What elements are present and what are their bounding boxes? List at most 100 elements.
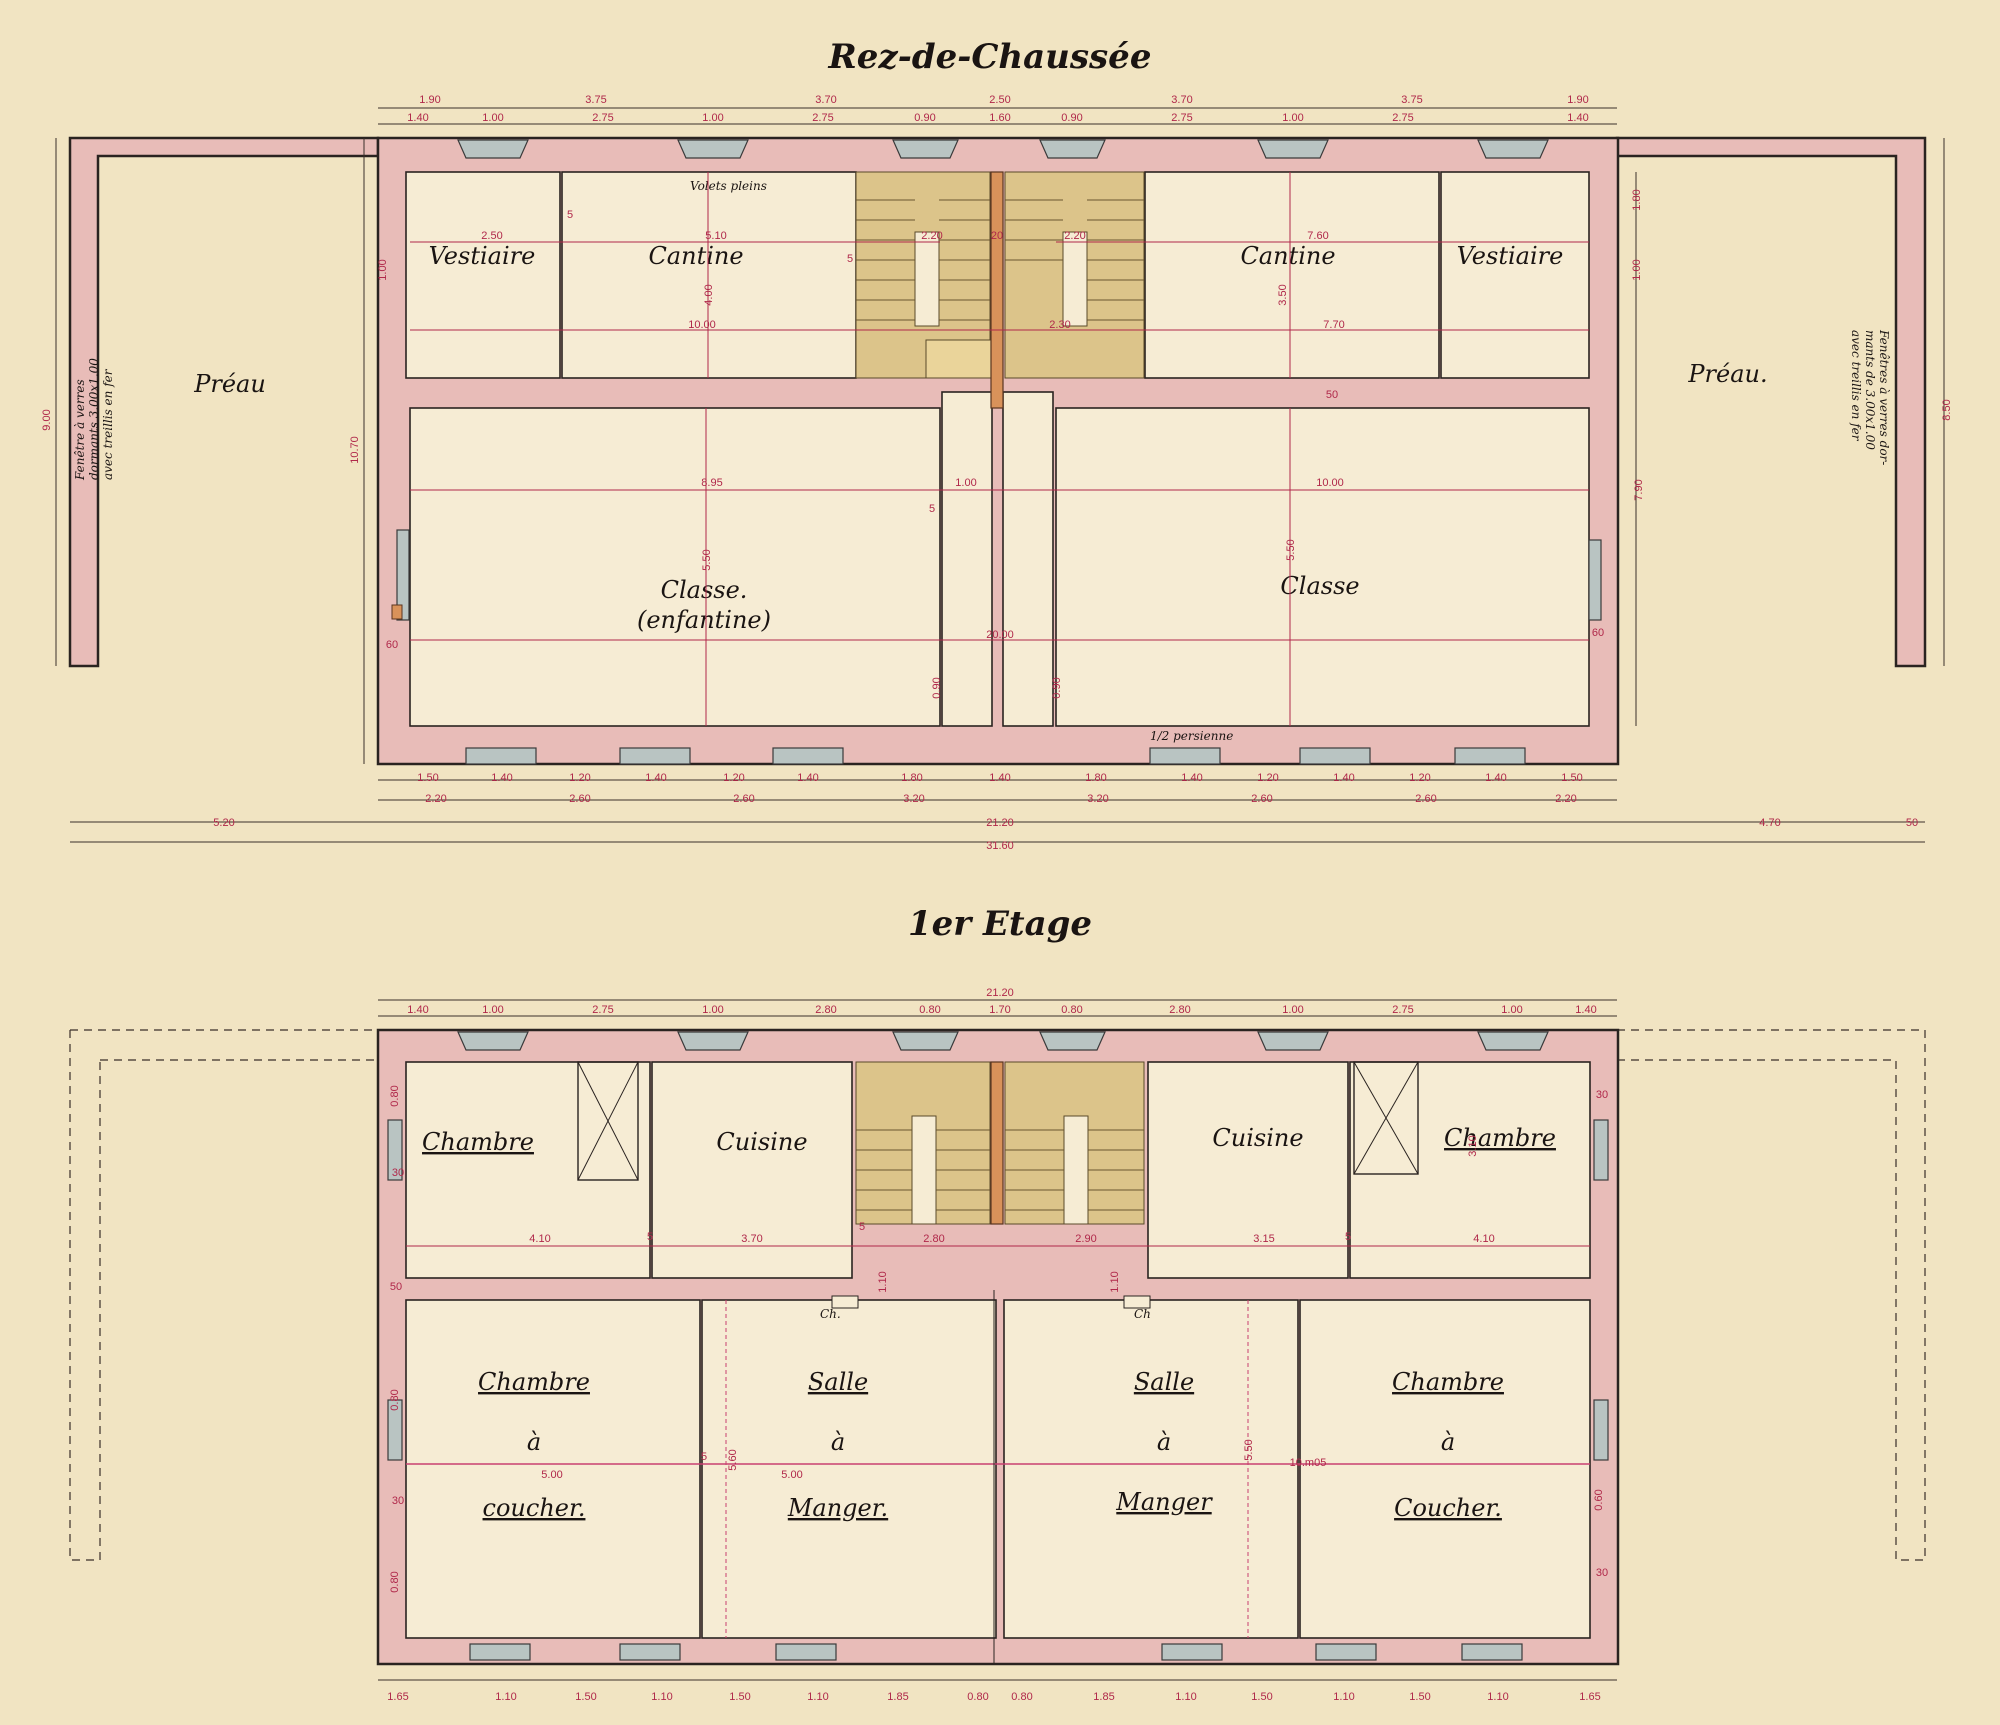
dim-label: 1.00 bbox=[1282, 112, 1303, 124]
dim-label: 1.85 bbox=[887, 1691, 908, 1703]
dim-label: 5.60 bbox=[727, 1449, 739, 1470]
dims-ground-bottom2: 2.20 2.60 2.60 3.20 3.20 2.60 2.60 2.20 bbox=[425, 793, 1576, 805]
dim-label: 5.50 bbox=[1243, 1439, 1255, 1460]
dim-label: 20 bbox=[991, 230, 1003, 242]
dim-label: 2.20 bbox=[1555, 793, 1576, 805]
ground-top-windows bbox=[457, 139, 1549, 159]
dim-label: 2.75 bbox=[812, 112, 833, 124]
dash-preau-left-side bbox=[69, 1030, 101, 1561]
classe-right-room bbox=[1055, 407, 1590, 727]
dim-label: 1.10 bbox=[1109, 1271, 1121, 1292]
dim-label: 5 bbox=[701, 1451, 707, 1463]
first-floor-title: 1er Etage bbox=[908, 904, 1092, 944]
dims-ground-top1: 1.90 3.75 3.70 2.50 3.70 3.75 1.90 bbox=[419, 94, 1588, 106]
dim-label: 0.60 bbox=[1593, 1489, 1605, 1510]
dim-label: 0.80 bbox=[389, 1571, 401, 1592]
cuisine-right-room bbox=[1147, 1061, 1349, 1279]
room-classe-left: Classe. bbox=[661, 576, 748, 604]
dim-label: 1.50 bbox=[1409, 1691, 1430, 1703]
room-cac-right-1: Chambre bbox=[1392, 1368, 1504, 1396]
dim-label: 0.80 bbox=[919, 1004, 940, 1016]
dim-label: 3.20 bbox=[1087, 793, 1108, 805]
side-window-right bbox=[1588, 539, 1602, 621]
stair-well-right-first bbox=[1063, 1115, 1089, 1225]
room-classe-left-sub: (enfantine) bbox=[637, 606, 771, 634]
dim-label: 1.00 bbox=[1631, 259, 1643, 280]
dim-label: 3.15 bbox=[1253, 1233, 1274, 1245]
dim-label: 0.90 bbox=[914, 112, 935, 124]
ground-bottom-windows bbox=[465, 747, 1526, 765]
room-cantine-right: Cantine bbox=[1240, 242, 1335, 270]
dim-label: 1.70 bbox=[989, 1004, 1010, 1016]
dim-label: 5.50 bbox=[701, 549, 713, 570]
room-sam-right-1: Salle bbox=[1134, 1368, 1194, 1396]
dim-label: 10.70 bbox=[349, 436, 361, 464]
stair-treads-first bbox=[856, 1129, 1144, 1211]
dim-label: 5 bbox=[929, 503, 935, 515]
dim-label: 1.80 bbox=[1631, 189, 1643, 210]
dim-label: 1.50 bbox=[417, 772, 438, 784]
dim-label: 2.90 bbox=[1075, 1233, 1096, 1245]
dim-label: 60 bbox=[386, 639, 398, 651]
dim-label: 1.50 bbox=[1561, 772, 1582, 784]
room-cac-left-1: Chambre bbox=[478, 1368, 590, 1396]
dim-label: 3.10 bbox=[1467, 1135, 1479, 1156]
dim-label: 1.40 bbox=[1333, 772, 1354, 784]
chambre-a-coucher-left bbox=[405, 1299, 701, 1639]
note-fenetre-left-2: dormants 3.00x1.00 bbox=[87, 358, 101, 480]
dim-label: 1.20 bbox=[569, 772, 590, 784]
dim-label: 0.90 bbox=[1051, 677, 1063, 698]
dim-label: 30 bbox=[1596, 1089, 1608, 1101]
dim-label: 1.00 bbox=[702, 112, 723, 124]
dims-first-top2: 1.40 1.00 2.75 1.00 2.80 0.80 1.70 0.80 … bbox=[407, 1004, 1596, 1016]
dim-label: 8.95 bbox=[701, 477, 722, 489]
dim-label: 2.60 bbox=[733, 793, 754, 805]
dim-label: 0.90 bbox=[1061, 112, 1082, 124]
dim-label: 1.40 bbox=[797, 772, 818, 784]
dims-ground-interior: 2.50 5.10 2.20 20 2.20 7.60 10.00 2.30 7… bbox=[41, 189, 1953, 698]
dim-label: 3.70 bbox=[1171, 94, 1192, 106]
dim-label: 2.60 bbox=[569, 793, 590, 805]
cuisine-left-room bbox=[651, 1061, 853, 1279]
dim-label: 9.00 bbox=[41, 409, 53, 430]
dim-label: 1.00 bbox=[1501, 1004, 1522, 1016]
stair-landing-left bbox=[925, 339, 1003, 379]
dim-label: 1.10 bbox=[495, 1691, 516, 1703]
room-chambre-right: Chambre bbox=[1444, 1124, 1556, 1152]
wardrobe-left bbox=[577, 1061, 639, 1181]
dim-label: 5 bbox=[567, 209, 573, 221]
room-cuisine-left: Cuisine bbox=[716, 1128, 807, 1156]
dim-label: 1.65 bbox=[387, 1691, 408, 1703]
dim-label: 50 bbox=[1326, 389, 1338, 401]
room-classe-right: Classe bbox=[1280, 572, 1359, 600]
dim-label: 0.80 bbox=[967, 1691, 988, 1703]
dim-label: 1.00 bbox=[482, 1004, 503, 1016]
room-cac-left-2: à bbox=[527, 1428, 541, 1456]
dim-label: 2.30 bbox=[1049, 319, 1070, 331]
note-fenetre-right: Fenêtres à verres dor- mants de 3.00x1.0… bbox=[1849, 329, 1891, 465]
room-cantine-left: Cantine bbox=[648, 242, 743, 270]
room-preau-right: Préau. bbox=[1687, 360, 1767, 388]
note-fenetre-left-1: Fenêtre à verres bbox=[73, 379, 87, 481]
dims-ground-bottom1: 1.50 1.40 1.20 1.40 1.20 1.40 1.80 1.40 … bbox=[417, 772, 1582, 784]
dims-ground-overall: 5.20 21.20 4.70 50 31.60 bbox=[213, 817, 1918, 852]
dim-label: 1.00 bbox=[955, 477, 976, 489]
dim-label: 30 bbox=[392, 1167, 404, 1179]
dash-preau-right bbox=[1617, 1029, 1926, 1561]
dim-label: 2.80 bbox=[815, 1004, 836, 1016]
dims-ground-top2: 1.40 1.00 2.75 1.00 2.75 0.90 1.60 0.90 … bbox=[407, 112, 1588, 124]
dim-label: 1.50 bbox=[1251, 1691, 1272, 1703]
room-sam-left-3: Manger. bbox=[787, 1494, 888, 1522]
dim-label: 0.80 bbox=[389, 1389, 401, 1410]
dim-label: 1.20 bbox=[723, 772, 744, 784]
note-persienne: 1/2 persienne bbox=[1150, 729, 1233, 743]
dim-label: 3.75 bbox=[1401, 94, 1422, 106]
dim-label: 1.10 bbox=[1175, 1691, 1196, 1703]
dim-label: 3.50 bbox=[1277, 284, 1289, 305]
dim-label: 7.60 bbox=[1307, 230, 1328, 242]
dim-label: 1.10 bbox=[1487, 1691, 1508, 1703]
first-bottom-windows bbox=[469, 1643, 1523, 1661]
dim-label: 1.40 bbox=[1181, 772, 1202, 784]
dim-label: 50 bbox=[390, 1281, 402, 1293]
